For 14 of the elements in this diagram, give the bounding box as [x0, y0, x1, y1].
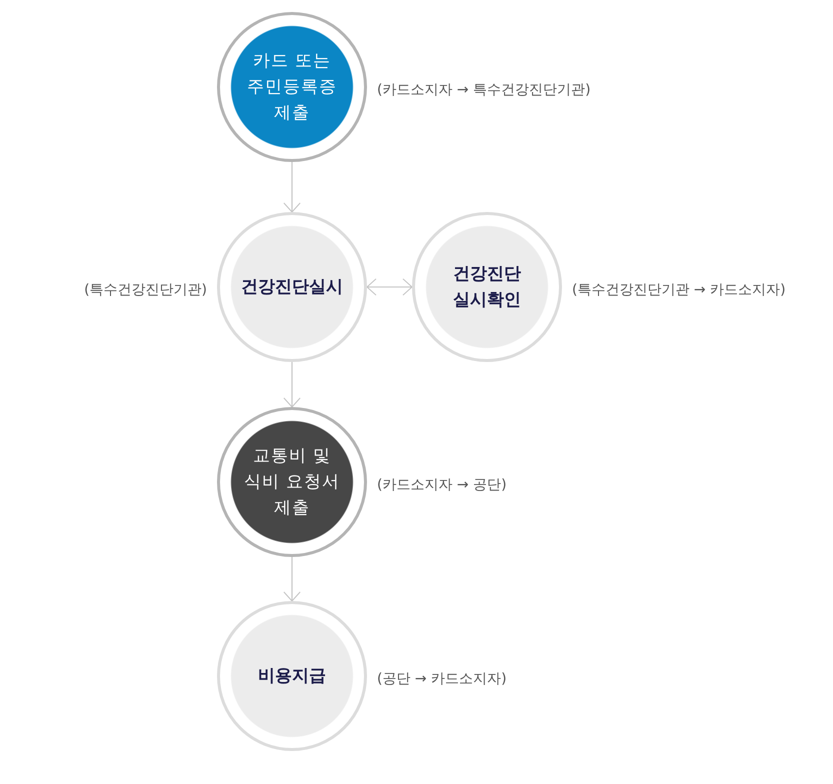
actor-note: (카드소지자 → 특수건강진단기관)	[377, 81, 591, 99]
arrow	[283, 557, 301, 602]
double-arrow	[366, 278, 412, 296]
actor-note: (특수건강진단기관 → 카드소지자)	[572, 281, 786, 299]
step-label: 비용지급	[257, 665, 327, 688]
arrow	[283, 362, 301, 408]
step-label: 건강진단실시	[240, 276, 344, 299]
actor-note: (특수건강진단기관)	[84, 281, 207, 299]
step-label: 건강진단 실시확인	[452, 263, 522, 312]
arrow	[283, 162, 301, 212]
actor-note: (카드소지자 → 공단)	[377, 476, 507, 494]
actor-note: (공단 → 카드소지자)	[377, 670, 507, 688]
step-label: 교통비 및 식비 요청서 제출	[242, 445, 342, 520]
step-label: 카드 또는 주민등록증 제출	[246, 50, 338, 125]
